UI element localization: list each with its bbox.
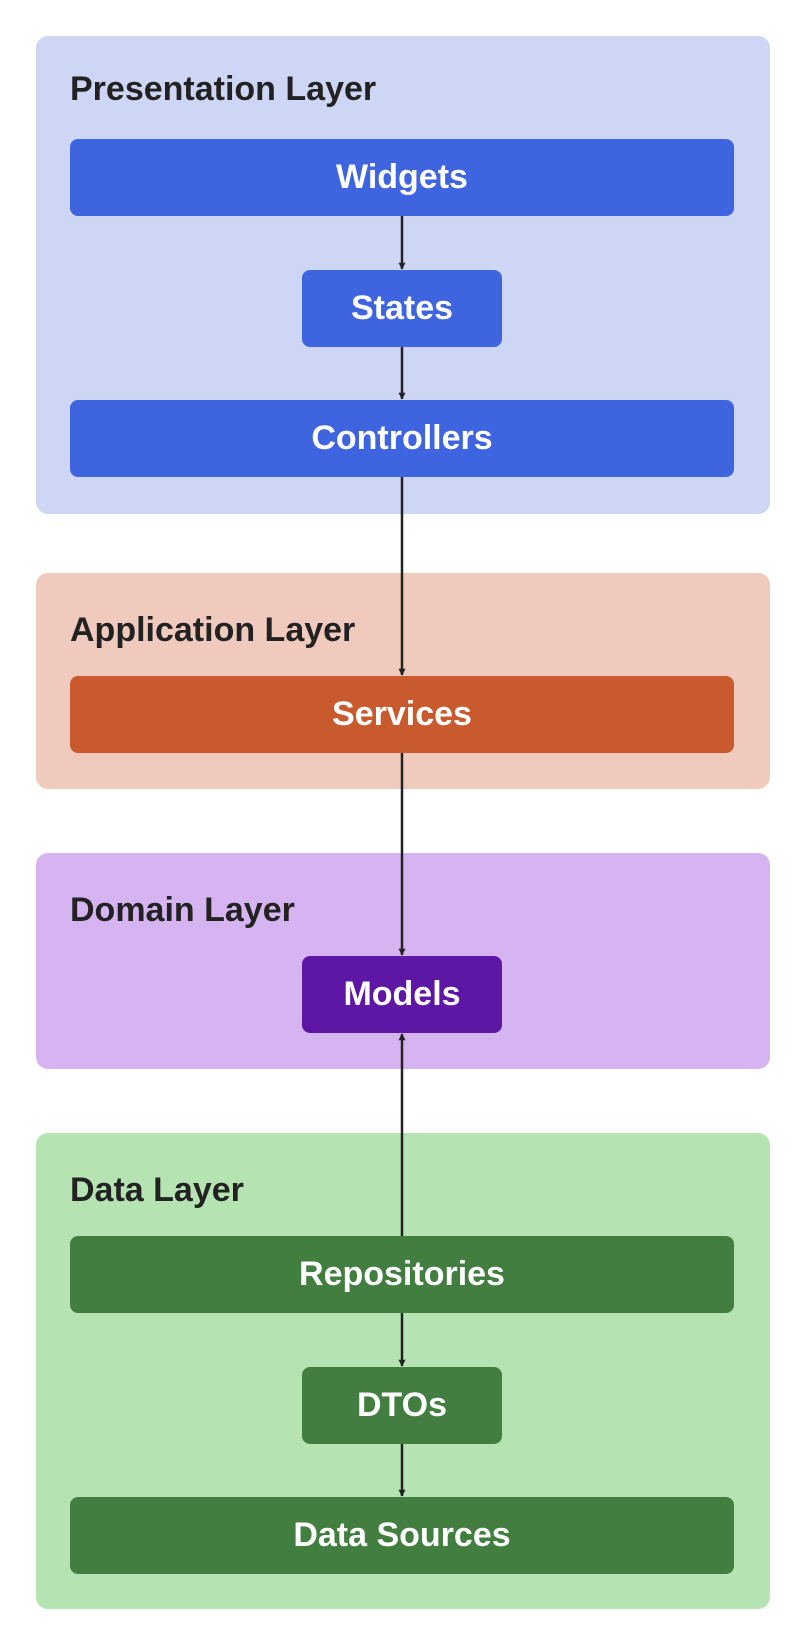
presentation-layer-title: Presentation Layer <box>70 70 377 108</box>
states-node: States <box>302 270 502 347</box>
dtos-node: DTOs <box>302 1367 502 1444</box>
controllers-node: Controllers <box>70 400 734 477</box>
data-layer-title: Data Layer <box>70 1171 244 1209</box>
data-sources-node: Data Sources <box>70 1497 734 1574</box>
services-node: Services <box>70 676 734 753</box>
domain-layer-title: Domain Layer <box>70 891 295 929</box>
widgets-node: Widgets <box>70 139 734 216</box>
application-layer-title: Application Layer <box>70 611 356 649</box>
repositories-node: Repositories <box>70 1236 734 1313</box>
models-node: Models <box>302 956 502 1033</box>
